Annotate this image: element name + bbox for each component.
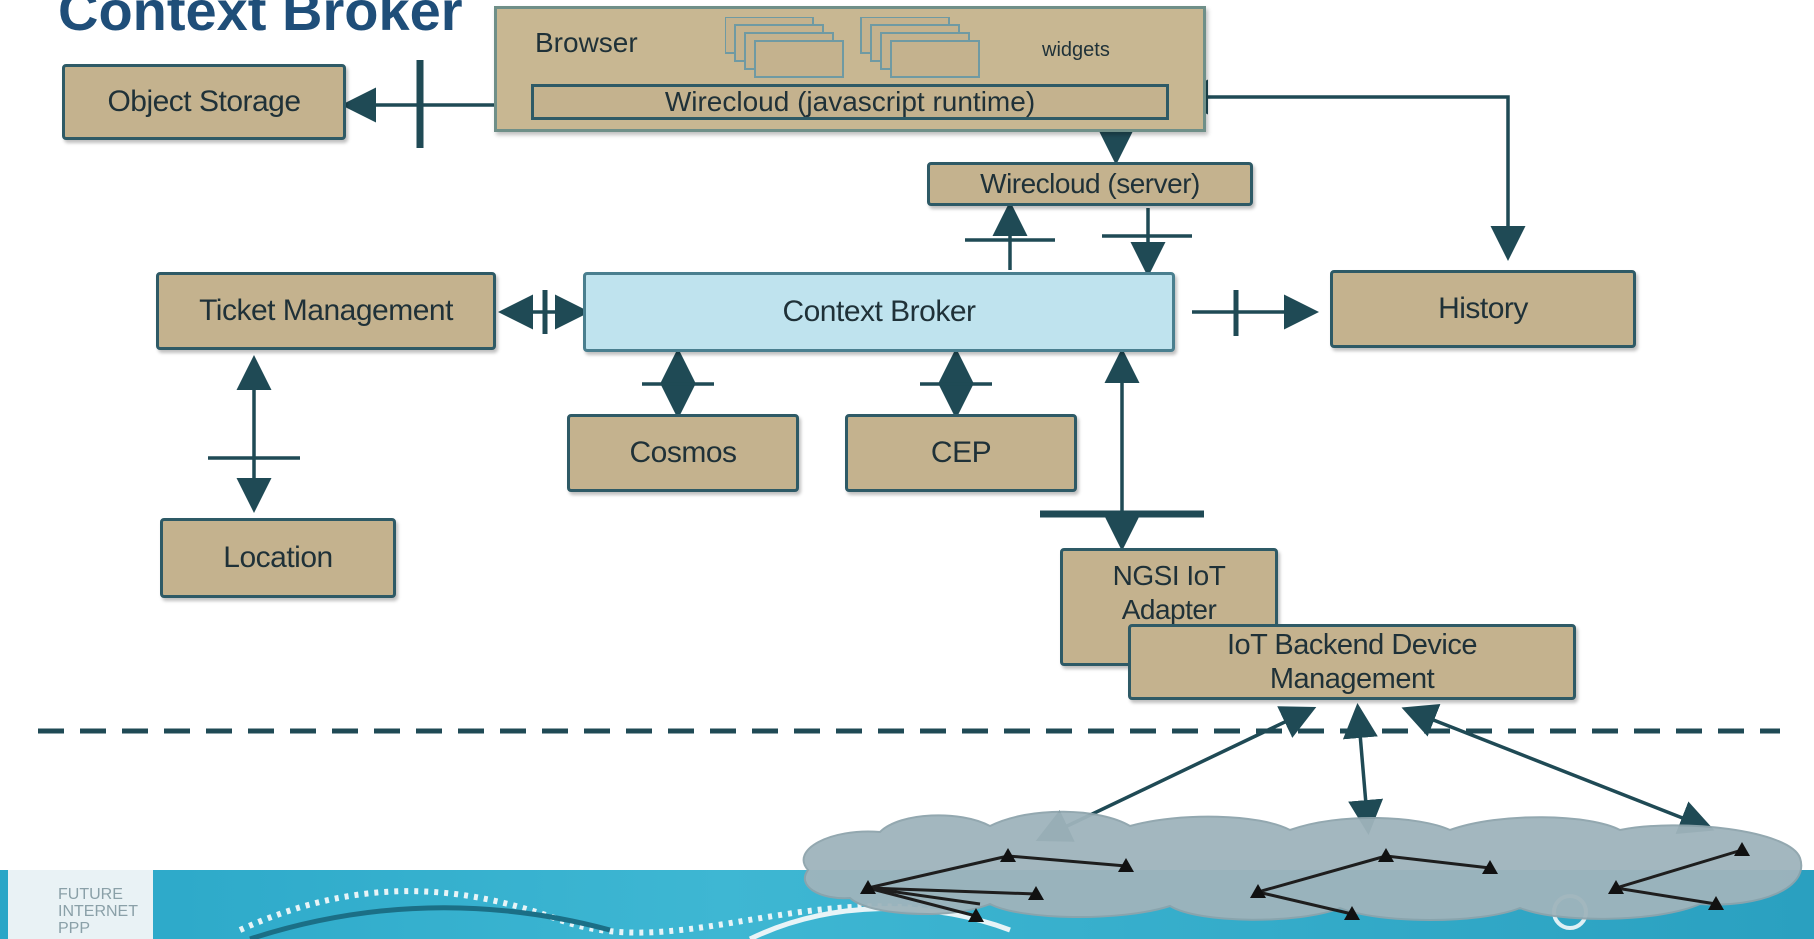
wirecloud-runtime-box: Wirecloud (javascript runtime) xyxy=(531,84,1169,120)
location-box: Location xyxy=(160,518,396,598)
history-box: History xyxy=(1330,270,1636,348)
cosmos-box: Cosmos xyxy=(567,414,799,492)
widgets-label: widgets xyxy=(1042,39,1110,61)
widgets-icon xyxy=(725,17,980,78)
object-storage-box: Object Storage xyxy=(62,64,346,140)
wirecloud-server-box: Wirecloud (server) xyxy=(927,162,1253,206)
context-broker-box: Context Broker xyxy=(583,272,1175,352)
footer-logo-text: FUTURE INTERNET PPP xyxy=(58,886,138,937)
cep-box: CEP xyxy=(845,414,1077,492)
browser-container: Browser widgets Wirecloud (javascript ru… xyxy=(494,6,1206,132)
browser-label: Browser xyxy=(535,27,638,58)
ticket-management-box: Ticket Management xyxy=(156,272,496,350)
diagram-title: Context Broker xyxy=(58,0,463,42)
future-internet-logo: FUTURE INTERNET PPP xyxy=(8,870,153,939)
conn-history-runtime xyxy=(1173,79,1526,261)
iot-backend-device-management-box: IoT Backend Device Management xyxy=(1128,624,1576,700)
conn-iot-cloud-right xyxy=(1401,703,1715,835)
